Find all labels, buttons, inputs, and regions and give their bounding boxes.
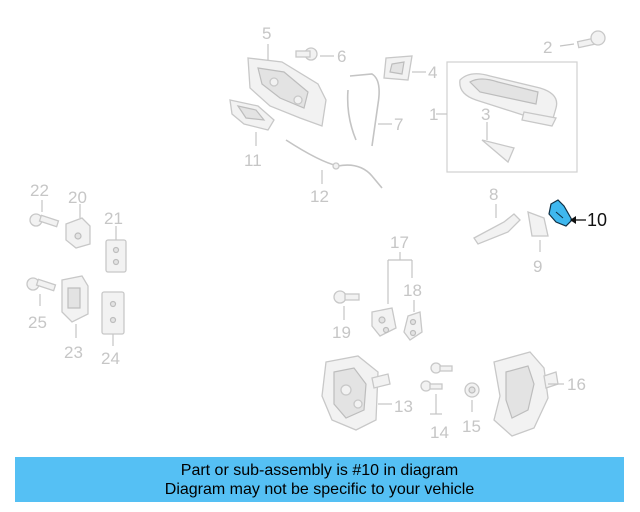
part-6-screw	[295, 47, 334, 61]
part-1-outside-handle	[436, 61, 578, 173]
part-16-bracket	[493, 351, 564, 437]
callout-22: 22	[30, 181, 49, 200]
part-10-highlighted	[548, 199, 586, 227]
part-4-gasket	[383, 55, 426, 81]
info-banner: Part or sub-assembly is #10 in diagram D…	[15, 457, 624, 502]
callout-19: 19	[332, 323, 351, 342]
part-23-hinge	[61, 275, 89, 338]
part-2-bolt	[559, 30, 606, 49]
callout-15: 15	[462, 417, 481, 436]
callout-10: 10	[587, 210, 607, 230]
callout-11: 11	[244, 151, 262, 170]
part-7-rod	[346, 73, 392, 147]
callout-13: 13	[394, 397, 413, 416]
part-22-bolt	[29, 200, 60, 228]
part-17-group	[387, 252, 413, 304]
part-18-plate	[403, 300, 423, 341]
callout-4: 4	[428, 63, 437, 82]
callout-25: 25	[28, 313, 47, 332]
callout-23: 23	[64, 343, 83, 362]
callout-7: 7	[394, 115, 403, 134]
part-13-lock-actuator	[321, 355, 392, 431]
callout-24: 24	[101, 349, 120, 368]
callout-14: 14	[430, 423, 449, 442]
banner-line-2: Diagram may not be specific to your vehi…	[164, 481, 475, 498]
part-12-cable	[285, 139, 383, 189]
callout-6: 6	[337, 47, 346, 66]
part-24-plate	[101, 291, 125, 346]
callout-2: 2	[543, 38, 552, 57]
part-8-lever	[473, 204, 521, 245]
part-20-hinge	[65, 204, 91, 249]
part-9-bracket	[527, 210, 549, 252]
part-21-plate	[105, 226, 127, 273]
part-17-plate	[371, 307, 397, 337]
callout-12: 12	[310, 187, 329, 206]
callout-8: 8	[489, 185, 498, 204]
callout-21: 21	[104, 209, 123, 228]
part-15-cap	[464, 382, 480, 412]
callout-17: 17	[390, 233, 409, 252]
banner-line-1: Part or sub-assembly is #10 in diagram	[180, 462, 459, 479]
part-25-bolt	[26, 277, 57, 306]
callout-3: 3	[481, 105, 490, 124]
callout-16: 16	[567, 375, 586, 394]
part-19-screw	[333, 290, 360, 320]
callout-1: 1	[429, 105, 438, 124]
part-3-handle-cap	[481, 122, 515, 164]
callout-5: 5	[262, 24, 271, 43]
callout-20: 20	[68, 188, 87, 207]
part-5-handle-frame	[247, 44, 327, 127]
part-11-inside-handle	[229, 99, 275, 146]
callout-9: 9	[533, 257, 542, 276]
part-14-screws	[420, 362, 453, 415]
callout-18: 18	[403, 281, 422, 300]
